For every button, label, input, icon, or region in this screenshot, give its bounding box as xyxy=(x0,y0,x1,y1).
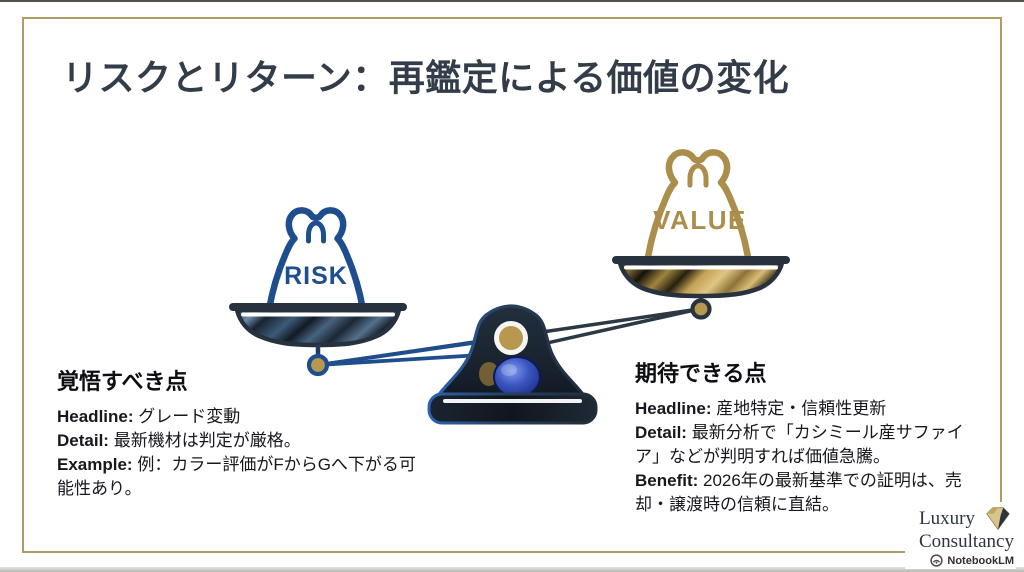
risk-weight-icon xyxy=(269,210,363,310)
brand-block: Luxury Consultancy NotebookLM xyxy=(905,502,1016,569)
risk-detail-item: Detail: 最新機材は判定が厳格。 xyxy=(57,431,301,450)
value-headline-item: Headline: 産地特定・信頼性更新 xyxy=(635,399,887,418)
brand-line1: Luxury xyxy=(919,508,975,529)
value-pan-pivot xyxy=(690,298,712,320)
scale-base xyxy=(427,392,598,425)
value-weight-icon xyxy=(648,152,749,259)
brand-line2: Consultancy xyxy=(919,531,1014,552)
fulcrum-pivot xyxy=(499,326,523,350)
diamond-icon xyxy=(986,507,1010,531)
risk-panel-heading: 覚悟すべき点 xyxy=(57,369,188,394)
value-benefit-item: Benefit: 2026年の最新基準での証明は、売却・譲渡時の信頼に直結。 xyxy=(635,471,962,514)
fulcrum xyxy=(427,304,598,425)
risk-pan xyxy=(229,303,407,377)
value-detail-item: Detail: 最新分析で「カシミール産サファイア」などが判明すれば価値急騰。 xyxy=(635,423,964,466)
bottom-edge-strip xyxy=(0,567,1024,572)
value-panel-heading: 期待できる点 xyxy=(635,361,767,386)
value-pan xyxy=(612,256,790,320)
page-title: リスクとリターン：再鑑定による価値の変化 xyxy=(62,57,790,98)
notebooklm-label: NotebookLM xyxy=(947,554,1014,567)
value-weight-label: VALUE xyxy=(653,205,747,235)
risk-panel: 覚悟すべき点 Headline: グレード変動 Detail: 最新機材は判定が… xyxy=(57,364,423,501)
risk-example-item: Example: 例：カラー評価がFからGへ下がる可能性あり。 xyxy=(57,455,416,498)
risk-pan-pivot xyxy=(306,353,330,377)
value-panel: 期待できる点 Headline: 産地特定・信頼性更新 Detail: 最新分析… xyxy=(635,356,979,517)
top-edge-strip xyxy=(0,0,1024,2)
risk-headline-item: Headline: グレード変動 xyxy=(57,407,241,426)
sapphire-gem xyxy=(493,356,541,398)
balance-scale-illustration: RISK VALUE xyxy=(229,135,790,425)
notebooklm-icon xyxy=(930,554,944,567)
risk-weight-label: RISK xyxy=(284,262,348,290)
